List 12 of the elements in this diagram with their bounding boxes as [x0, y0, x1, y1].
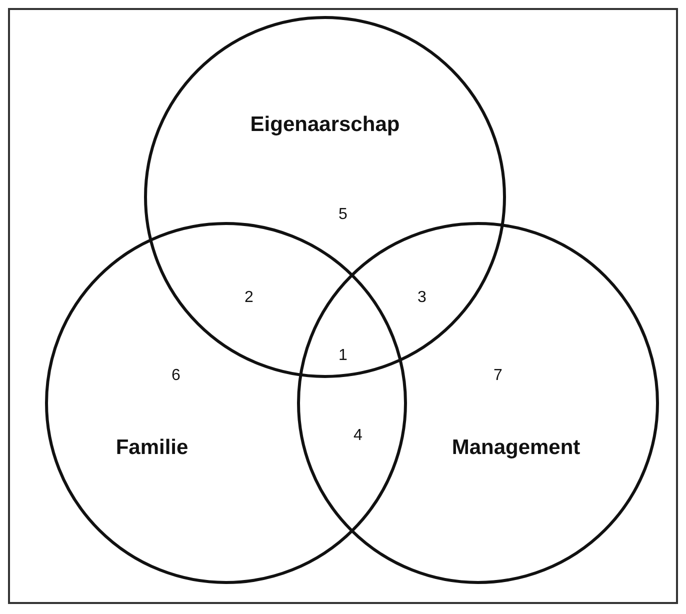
set-label: Familie	[116, 436, 188, 460]
set-label: Eigenaarschap	[250, 113, 400, 137]
region-number: 1	[338, 347, 348, 365]
set-circle	[45, 222, 407, 584]
region-number: 6	[172, 367, 180, 385]
region-number: 3	[418, 289, 426, 307]
region-number: 5	[338, 206, 348, 224]
region-number: 7	[494, 367, 502, 385]
region-number: 2	[244, 289, 254, 307]
set-circle	[297, 222, 659, 584]
set-label: Management	[452, 436, 580, 460]
region-number: 4	[354, 427, 362, 445]
